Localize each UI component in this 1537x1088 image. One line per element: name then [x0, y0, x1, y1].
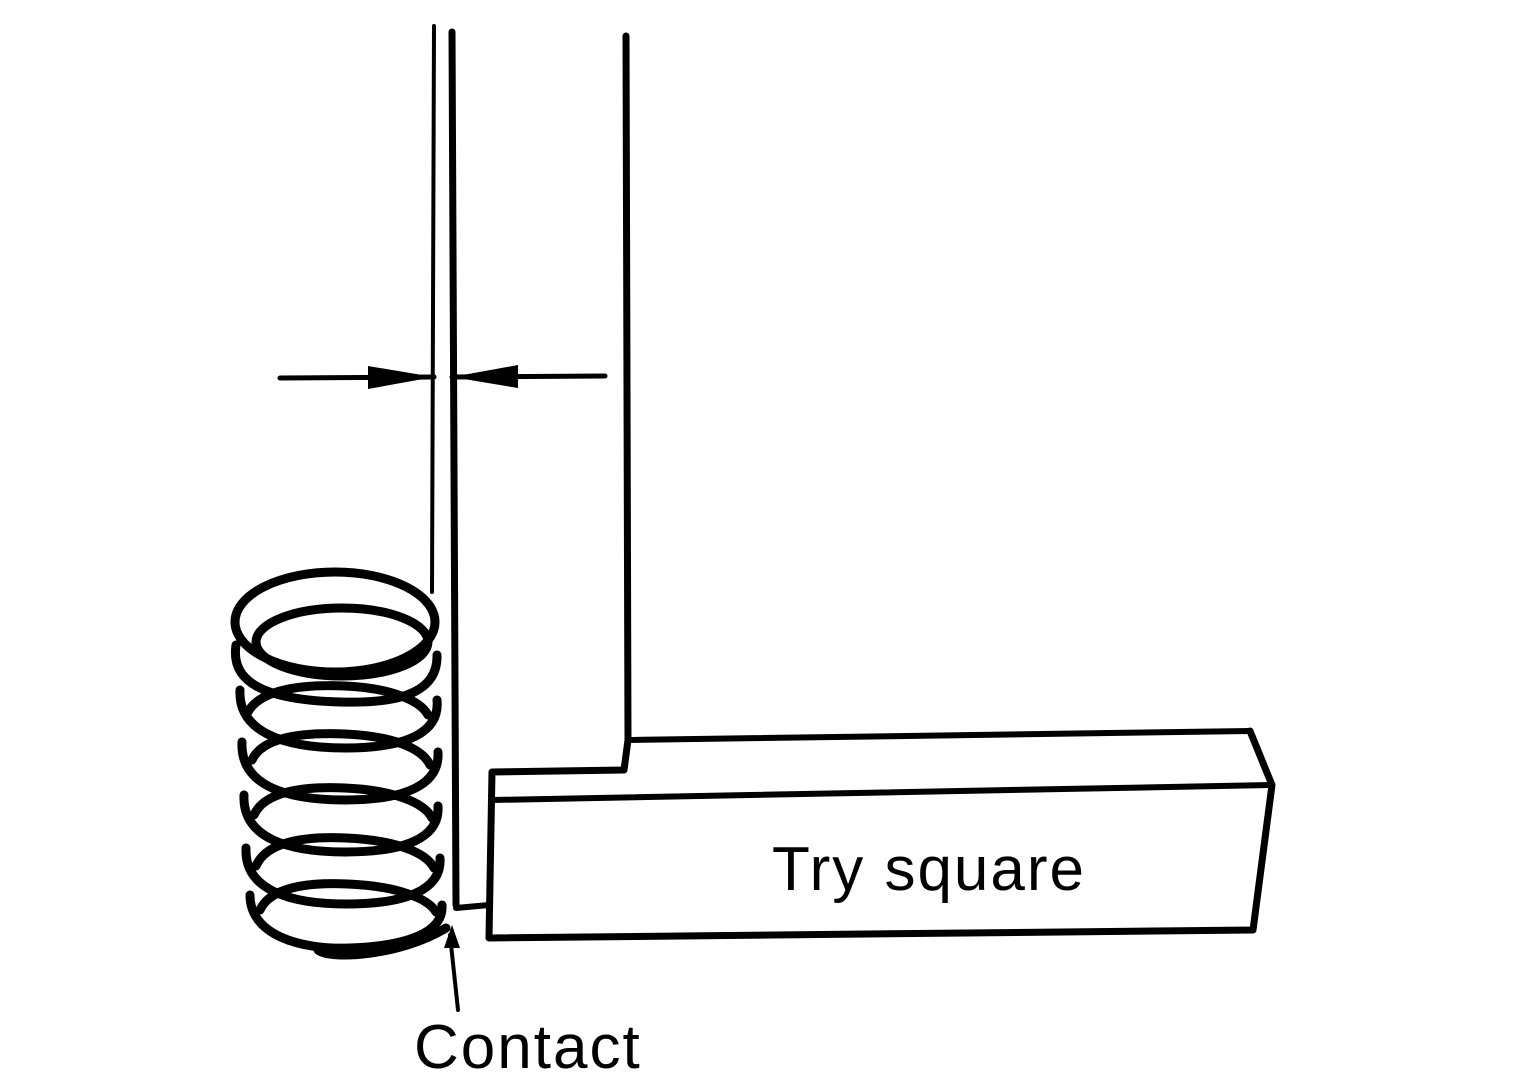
spring-coil-3: [237, 737, 443, 805]
spring-coil-end: [313, 923, 451, 960]
stock-contact-foot: [453, 902, 492, 911]
coil-spring: [230, 567, 451, 960]
spring-edge-lines: [430, 24, 460, 909]
spring-coil-1: [230, 640, 442, 707]
stock-top-edge: [625, 728, 1253, 743]
try-square-blade: [622, 32, 1253, 744]
spring-coil-4-back: [249, 783, 437, 823]
try-square-label: Try square: [772, 835, 1086, 904]
spring-coil-2: [235, 685, 442, 753]
spring-axis-line: [430, 24, 436, 594]
deviation-arrows: [277, 365, 608, 389]
spring-coil-6-back: [255, 879, 441, 917]
try-square-stock: [453, 727, 1276, 942]
spring-coil-6: [245, 890, 447, 953]
spring-coil-2-back: [243, 681, 433, 720]
left-arrow-head: [368, 366, 434, 389]
spring-coil-top-inner: [251, 603, 433, 681]
spring-coil-4: [239, 790, 443, 857]
contact-leader-arrow: [444, 925, 460, 948]
contact-label: Contact: [414, 1013, 642, 1082]
spring-coil-5-back: [251, 833, 439, 873]
spring-coil-5: [241, 843, 445, 909]
stock-face-edge: [489, 782, 1275, 803]
right-arrow-head: [452, 365, 518, 388]
spring-coil-3-back: [247, 729, 435, 770]
blade-right-edge: [622, 32, 632, 744]
blade-left-edge: [448, 28, 460, 909]
